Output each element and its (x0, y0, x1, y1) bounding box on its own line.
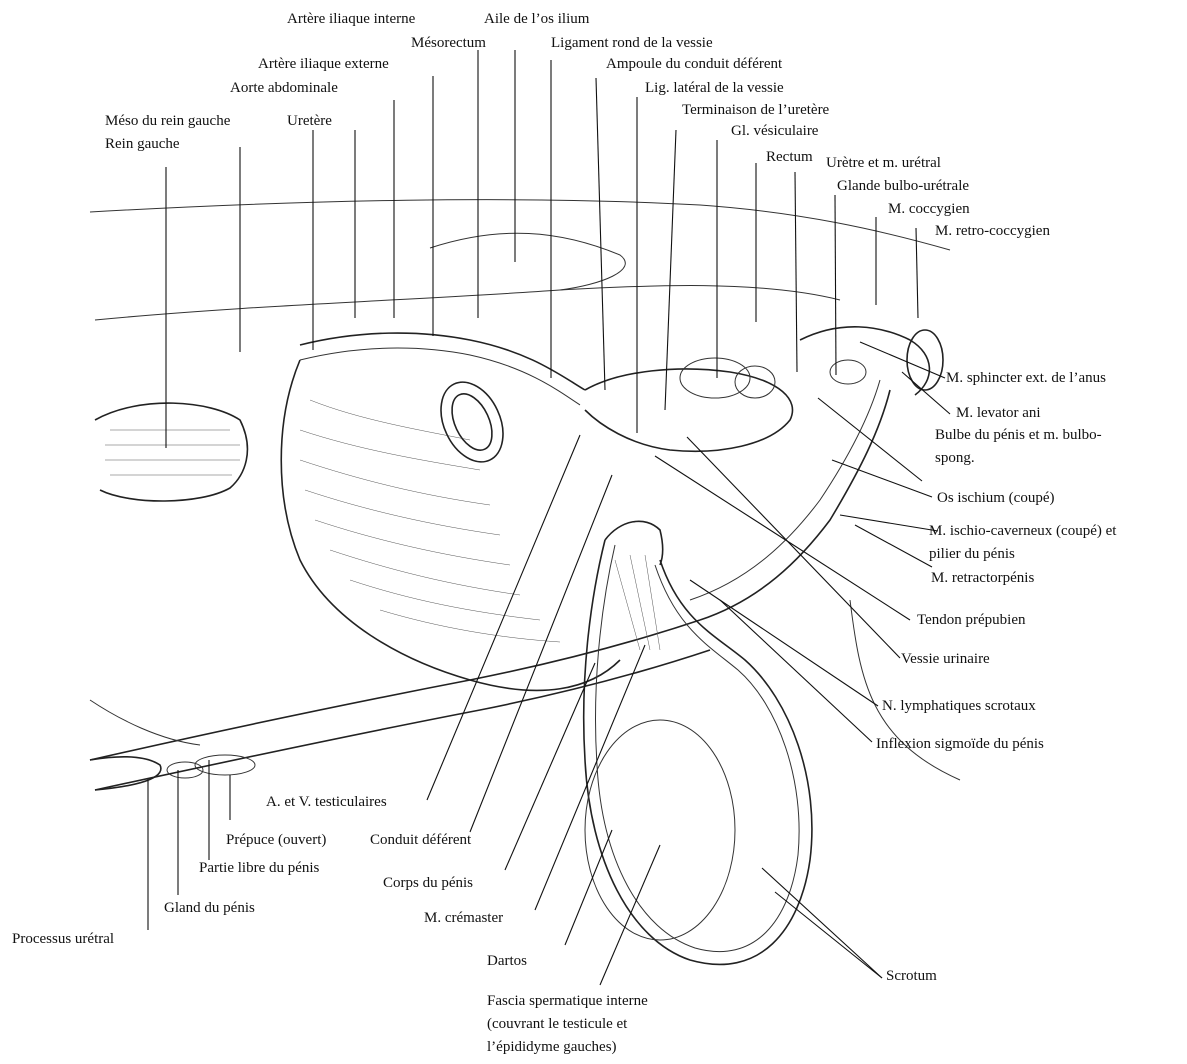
label-dartos: Dartos (487, 953, 527, 969)
label-m-sphincter: M. sphincter ext. de l’anus (946, 370, 1106, 386)
label-vessie: Vessie urinaire (901, 651, 990, 667)
label-aorte: Aorte abdominale (230, 80, 338, 96)
label-n-lymph: N. lymphatiques scrotaux (882, 698, 1036, 714)
label-m-coccygien: M. coccygien (888, 201, 970, 217)
label-terminaison-uretere: Terminaison de l’uretère (682, 102, 830, 118)
label-bulbe-1: Bulbe du pénis et m. bulbo- (935, 427, 1102, 443)
label-scrotum: Scrotum (886, 968, 937, 984)
label-uretere: Uretère (287, 113, 332, 129)
label-gland: Gland du pénis (164, 900, 255, 916)
label-rein-gauche: Rein gauche (105, 136, 180, 152)
label-m-ischio-1: M. ischio-caverneux (coupé) et (929, 523, 1117, 539)
label-aile-os-ilium: Aile de l’os ilium (484, 11, 590, 27)
label-partie-libre: Partie libre du pénis (199, 860, 320, 876)
label-urethre: Urètre et m. urétral (826, 155, 941, 171)
anatomy-drawing (90, 200, 960, 965)
label-tendon: Tendon prépubien (917, 612, 1026, 628)
label-meso-rein: Méso du rein gauche (105, 113, 231, 129)
label-bulbe-2: spong. (935, 450, 975, 466)
label-os-ischium: Os ischium (coupé) (937, 490, 1054, 506)
label-corps-penis: Corps du pénis (383, 875, 473, 891)
label-m-cremaster: M. crémaster (424, 910, 503, 926)
label-fascia-1: Fascia spermatique interne (487, 993, 648, 1009)
label-conduit-deferent: Conduit déférent (370, 832, 472, 848)
label-gl-vesiculaire: Gl. vésiculaire (731, 123, 819, 139)
label-prepuce: Prépuce (ouvert) (226, 832, 326, 848)
label-m-ischio-2: pilier du pénis (929, 546, 1015, 562)
label-arteria-iliaca-interne: Artère iliaque interne (287, 11, 416, 27)
label-arteria-iliaca-externe: Artère iliaque externe (258, 56, 389, 72)
label-m-levator: M. levator ani (956, 405, 1041, 421)
label-inflexion: Inflexion sigmoïde du pénis (876, 736, 1044, 752)
label-rectum: Rectum (766, 149, 813, 165)
label-m-retractor: M. retractorpénis (931, 570, 1034, 586)
label-fascia-2: (couvrant le testicule et (487, 1016, 628, 1032)
label-processus: Processus urétral (12, 931, 114, 947)
label-glande-bulbo: Glande bulbo-urétrale (837, 178, 969, 194)
labels: Artère iliaque interne Aile de l’os iliu… (12, 11, 1117, 1055)
label-m-retro-coccygien: M. retro-coccygien (935, 223, 1050, 239)
label-fascia-3: l’épididyme gauches) (487, 1039, 617, 1055)
label-lig-lateral: Lig. latéral de la vessie (645, 80, 784, 96)
label-mesorectum: Mésorectum (411, 35, 486, 51)
label-ligament-rond: Ligament rond de la vessie (551, 35, 713, 51)
label-a-v-testi: A. et V. testiculaires (266, 794, 387, 810)
label-ampoule: Ampoule du conduit déférent (606, 56, 783, 72)
